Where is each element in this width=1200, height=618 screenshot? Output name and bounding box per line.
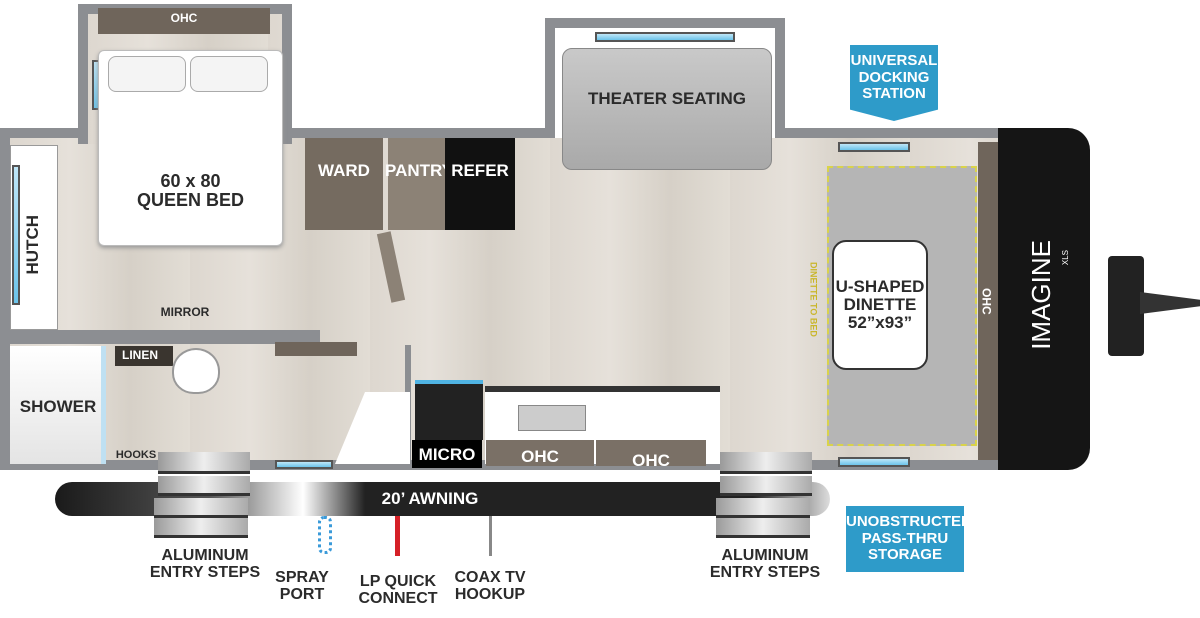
- steps-right-label: ALUMINUM ENTRY STEPS: [709, 547, 821, 581]
- wardrobe: [305, 138, 383, 230]
- window: [12, 165, 20, 305]
- entry-step: [720, 452, 812, 474]
- dinette-table: [832, 240, 928, 370]
- spray-hose-icon: [318, 516, 332, 554]
- window: [275, 460, 333, 469]
- front-cap: [998, 128, 1090, 470]
- window: [595, 32, 735, 42]
- shower-label: SHOWER: [19, 397, 97, 416]
- coax-label: COAX TV HOOKUP: [454, 569, 526, 603]
- entry-step: [720, 476, 812, 496]
- kitchen-ohc: [596, 440, 706, 466]
- pantry-label: PANTRY: [385, 161, 453, 180]
- kitchen-sink: [518, 405, 586, 431]
- dinette-to-bed-label: DINETTE TO BED: [808, 262, 819, 337]
- ward-label: WARD: [318, 161, 370, 180]
- entry-step: [154, 498, 248, 518]
- window: [838, 142, 910, 152]
- steps-left-label: ALUMINUM ENTRY STEPS: [149, 547, 261, 581]
- entry-step: [158, 476, 250, 496]
- pillow: [108, 56, 186, 92]
- theater-seating: [562, 48, 772, 170]
- lp-line-icon: [395, 516, 400, 556]
- toilet-icon: [172, 348, 220, 394]
- entry-step: [158, 452, 250, 474]
- refrigerator: [445, 138, 515, 230]
- logo-model: XLS: [1061, 250, 1070, 266]
- pillow: [190, 56, 268, 92]
- kitchen-ohc-1: OHC: [521, 447, 559, 466]
- stove: [415, 380, 483, 440]
- linen: [115, 346, 173, 366]
- logo-brand: IMAGINE: [1026, 240, 1056, 350]
- kitchen-ohc: [486, 440, 594, 466]
- hutch-label: HUTCH: [23, 215, 42, 275]
- hitch-jack: [1108, 256, 1144, 356]
- entry-step: [716, 518, 810, 538]
- refer-label: REFER: [451, 161, 509, 180]
- bedroom-ohc: [98, 8, 270, 34]
- awning-label: 20’ AWNING: [381, 489, 479, 508]
- spray-label: SPRAY PORT: [275, 569, 329, 603]
- microwave: [412, 440, 482, 468]
- entry-step: [716, 498, 810, 518]
- window: [838, 457, 910, 467]
- front-ohc-label: OHC: [979, 288, 994, 315]
- shower: [10, 346, 106, 464]
- shelf: [275, 342, 357, 356]
- kitchen-ohc-2: OHC: [632, 451, 670, 470]
- hitch-tongue: [1140, 292, 1200, 314]
- bedroom-wall: [0, 330, 320, 344]
- bedroom-ohc-label: OHC: [170, 11, 198, 25]
- lp-label: LP QUICK CONNECT: [358, 573, 438, 607]
- front-ohc: [978, 142, 998, 460]
- pass-thru-storage-callout: UNOBSTRUCTED PASS-THRU STORAGE: [846, 506, 972, 572]
- hooks-label: HOOKS: [115, 449, 157, 461]
- bed-label: 60 x 80 QUEEN BED: [136, 171, 244, 210]
- docking-station-callout: UNIVERSAL DOCKING STATION: [850, 45, 938, 121]
- linen-label: LINEN: [122, 348, 158, 362]
- mirror-label: MIRROR: [160, 305, 210, 319]
- entry-step: [154, 518, 248, 538]
- theater-label: THEATER SEATING: [587, 89, 747, 108]
- pantry: [388, 138, 445, 230]
- coax-line-icon: [489, 516, 492, 556]
- micro-label: MICRO: [418, 445, 476, 464]
- dinette-label: U-SHAPED DINETTE 52”x93”: [835, 277, 925, 332]
